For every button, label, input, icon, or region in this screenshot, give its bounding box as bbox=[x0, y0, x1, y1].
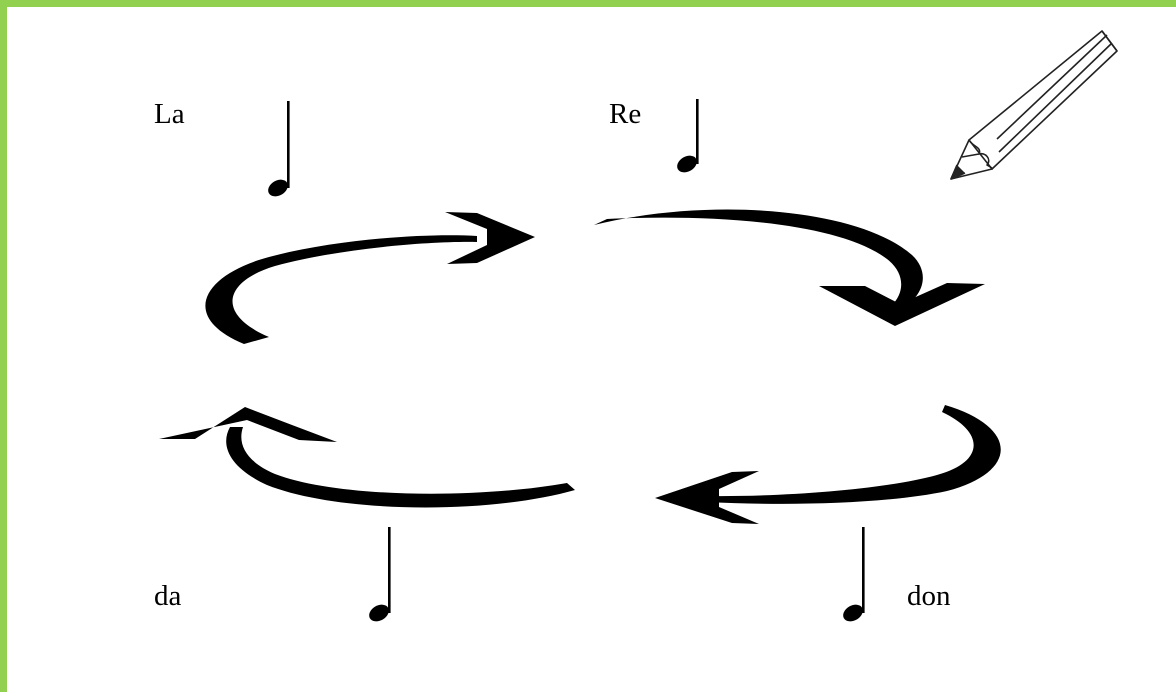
quarter-note-icon bbox=[369, 527, 391, 622]
cycle-arrow-icon bbox=[205, 212, 535, 344]
syllable-da: da bbox=[154, 580, 182, 612]
quarter-note-icon bbox=[843, 527, 865, 622]
syllable-re: Re bbox=[609, 98, 642, 130]
quarter-note-icon bbox=[268, 101, 290, 197]
cycle-arrow-icon bbox=[655, 405, 1001, 524]
cycle-arrow-icon bbox=[159, 407, 575, 508]
pencil-icon bbox=[950, 30, 1118, 180]
quarter-note-icon bbox=[677, 99, 699, 173]
cycle-diagram bbox=[159, 30, 1118, 622]
cycle-arrow-icon bbox=[594, 209, 985, 326]
syllable-don: don bbox=[907, 580, 951, 612]
syllable-la: La bbox=[154, 98, 185, 130]
